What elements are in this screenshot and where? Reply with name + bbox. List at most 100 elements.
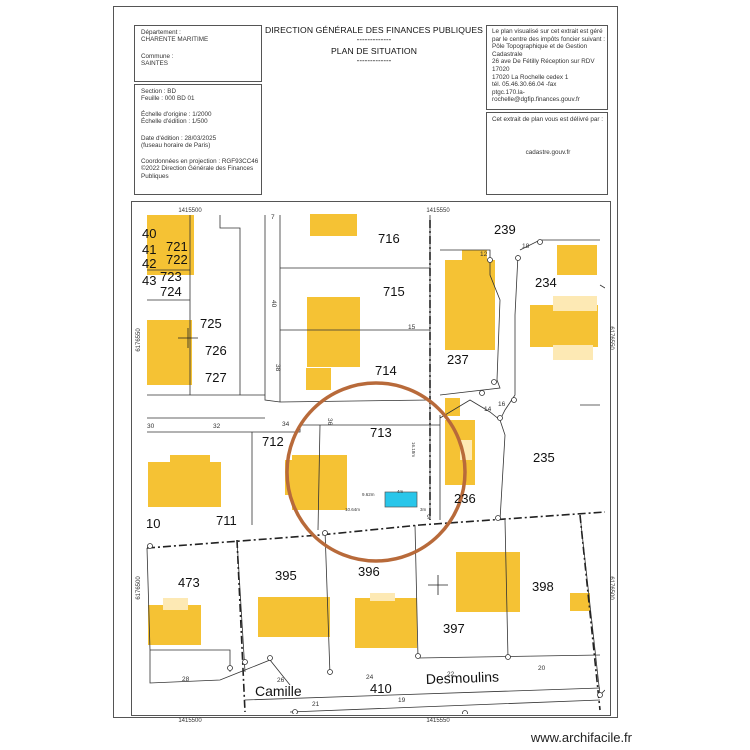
survey-marker [487, 257, 493, 263]
measure-label: 34 [282, 421, 290, 428]
parcel-label: 396 [358, 564, 380, 579]
survey-markers [147, 239, 603, 714]
feuille-text: Feuille : 000 BD 01 [141, 95, 195, 102]
parcel-label: 235 [533, 450, 555, 465]
building [163, 598, 188, 610]
building [306, 368, 331, 390]
survey-marker [597, 692, 603, 698]
measure-label: 22 [447, 671, 455, 678]
parcel-label: 237 [447, 352, 469, 367]
echelle-origine-text: Échelle d'origine : 1/2000 [141, 111, 212, 118]
building [147, 320, 192, 385]
survey-marker [322, 530, 328, 536]
parcel-label: 725 [200, 316, 222, 331]
survey-marker [462, 710, 468, 714]
parcel-label: 398 [532, 579, 554, 594]
parcel-label: 727 [205, 370, 227, 385]
street-name: Camille [255, 683, 302, 699]
office-line: ptgc.170.la- [492, 88, 525, 96]
measure-label: 36 [326, 418, 333, 426]
watermark: www.archifacile.fr [530, 730, 632, 745]
building [355, 598, 417, 648]
parcel-label: 473 [178, 575, 200, 590]
building [147, 215, 194, 275]
measure-label: 9 [427, 514, 431, 521]
office-line: Le plan visualisé sur cet extrait est gé… [492, 28, 603, 35]
section-lines [146, 220, 605, 713]
building [553, 296, 597, 311]
grid-crosses [178, 328, 448, 595]
commune-label: Commune : [141, 53, 174, 60]
parcel-label: 726 [205, 343, 227, 358]
office-line: 26 ave De Fétilly Réception sur RDV [492, 58, 595, 66]
measure-label: 38 [274, 364, 281, 372]
survey-marker [415, 653, 421, 659]
coord-bottom-right: 1415550 [426, 718, 450, 724]
office-line: par le centre des impôts foncier suivant… [492, 35, 606, 43]
survey-marker [515, 255, 521, 261]
office-box: Le plan visualisé sur cet extrait est gé… [486, 25, 608, 110]
survey-marker [505, 654, 511, 660]
office-line: 17020 [492, 65, 510, 73]
parcel-label: 410 [370, 681, 392, 696]
parcel-label: 715 [383, 284, 405, 299]
dept-value: CHARENTE MARITIME [141, 36, 209, 43]
survey-marker [147, 543, 153, 549]
parcel-label: 41 [142, 242, 156, 257]
pool-dimension: 10.64m [345, 507, 360, 512]
delivery-site: cadastre.gouv.fr [525, 149, 571, 156]
coord-right-upper: 6176550 [608, 326, 614, 350]
building [462, 250, 487, 270]
coord-top-left: 1415500 [178, 208, 202, 214]
echelle-edition-text: Échelle d'édition : 1/500 [141, 118, 208, 125]
commune-value: SAINTES [141, 60, 168, 67]
coord-bottom-left: 1415500 [178, 718, 202, 724]
fuseau-text: (fuseau horaire de Paris) [141, 142, 211, 149]
coord-right-lower: 6176500 [608, 576, 614, 600]
measure-label: 20 [538, 665, 546, 672]
survey-marker [227, 665, 233, 671]
building [456, 552, 520, 612]
section-text: Section : BD [141, 88, 176, 95]
parcel-label: 397 [443, 621, 465, 636]
coord-proj-text: Coordonnées en projection : RGF93CC46 [141, 158, 259, 165]
measure-label: 7 [271, 214, 275, 221]
parcel-label: 395 [275, 568, 297, 583]
measure-label: 30 [147, 423, 155, 430]
dept-commune-box: Département : CHARENTE MARITIME Commune … [134, 25, 262, 82]
measure-label: 12 [480, 251, 488, 258]
building [258, 597, 330, 637]
survey-marker [511, 397, 517, 403]
survey-marker [495, 515, 501, 521]
pool-dimension: 4m [397, 489, 404, 494]
office-line: tél. 05.46.30.66.04 -fax [492, 81, 557, 89]
measure-label: 24 [366, 674, 374, 681]
map-frame [131, 201, 611, 716]
title-dashes-1: ------------- [356, 35, 392, 44]
building [307, 297, 360, 367]
pool-dimension: 3m [420, 507, 427, 512]
buildings [147, 214, 598, 648]
coord-left-upper: 6176550 [136, 328, 142, 352]
dept-label: Département : [141, 29, 181, 36]
building [310, 214, 357, 236]
building [570, 593, 590, 611]
parcel-label: 42 [142, 256, 156, 271]
measure-label: 15 [408, 324, 416, 331]
survey-marker [267, 655, 273, 661]
parcel-label: 712 [262, 434, 284, 449]
delivery-box: Cet extrait de plan vous est délivré par… [486, 112, 608, 195]
parcel-label: 714 [375, 363, 397, 378]
parcel-label: 722 [166, 252, 188, 267]
highlight-circle [285, 381, 467, 563]
title-dashes-2: ------------- [356, 56, 392, 65]
survey-marker [491, 379, 497, 385]
survey-marker [479, 390, 485, 396]
building [445, 260, 495, 350]
office-line: Cadastrale [492, 50, 523, 58]
sub-title: PLAN DE SITUATION [330, 46, 418, 56]
parcel-label: 40 [142, 226, 156, 241]
parcel-label: 724 [160, 284, 182, 299]
survey-marker [327, 669, 333, 675]
